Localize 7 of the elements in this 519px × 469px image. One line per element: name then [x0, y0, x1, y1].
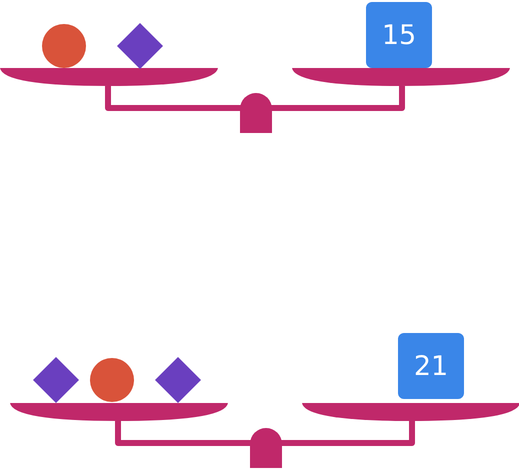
diamond-token [117, 23, 163, 69]
number-card: 21 [398, 333, 464, 399]
circle-token [90, 358, 134, 402]
diamond-token [155, 357, 201, 403]
number-card: 15 [366, 2, 432, 68]
circle-token [42, 24, 86, 68]
diamond-token [33, 357, 79, 403]
